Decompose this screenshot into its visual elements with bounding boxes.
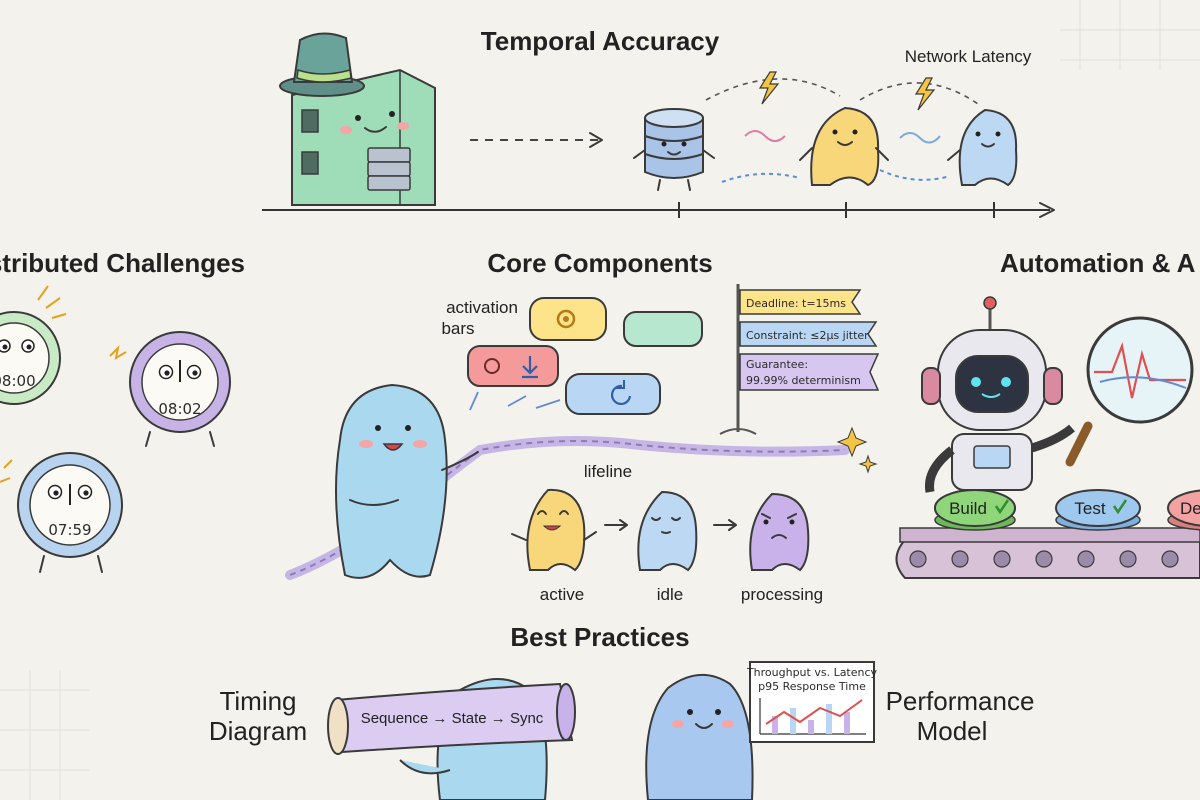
blue-character-puller [335, 383, 479, 579]
core-components-title: Core Components [487, 248, 712, 278]
performance-label: Performance [886, 686, 1035, 716]
signal-squiggle [744, 130, 786, 142]
robot-character [921, 296, 1075, 493]
test-label: Test [1074, 499, 1105, 518]
state-processing-character [749, 492, 810, 572]
clock-time: 08:00 [0, 372, 36, 390]
guarantee-value: 99.99% determinism [746, 374, 861, 387]
state-label-idle: idle [657, 585, 683, 604]
flag-icon [719, 284, 757, 435]
scroll-text: Sequence → State → Sync [361, 710, 544, 727]
building-character [291, 68, 436, 206]
signal-squiggle [899, 132, 941, 144]
distributed-challenges-section: Distributed Challenges 08:00 08:02 [0, 248, 245, 573]
performance-chart: Throughput vs. Latency p95 Response Time [746, 661, 878, 743]
build-stage: Build [934, 489, 1016, 531]
gear-icon [556, 309, 576, 329]
timing-label-line2: Diagram [209, 716, 307, 746]
refresh-bubble [565, 373, 661, 415]
deploy-stage: De [1167, 489, 1200, 531]
deadline-text: Deadline: t=15ms [746, 297, 846, 310]
timeline-axis [262, 202, 1055, 218]
best-practices-section: Best Practices Timing Diagram Sequence →… [209, 622, 1035, 800]
gear-icon [484, 358, 500, 374]
temporal-accuracy-section: Temporal Accuracy [262, 26, 1055, 218]
activation-label-line2: bars [441, 319, 474, 338]
core-components-section: Core Components activation bars [285, 248, 880, 604]
guarantee-flag: Guarantee: 99.99% determinism [739, 353, 880, 391]
scroll-icon: Sequence → State → Sync [327, 682, 576, 755]
chart-subtitle: p95 Response Time [758, 680, 866, 693]
constraint-text: Constraint: ≤2μs jitter [746, 329, 869, 342]
download-icon [522, 356, 538, 379]
dashed-link [721, 172, 801, 183]
gear-bubble [529, 297, 607, 341]
empty-bubble [623, 311, 703, 347]
test-stage: Test [1055, 489, 1141, 531]
conveyor-belt [895, 527, 1200, 579]
lifeline-label: lifeline [584, 462, 632, 481]
dashed-link [879, 169, 951, 181]
state-label-active: active [540, 585, 584, 604]
server-icon [367, 147, 411, 191]
blue-character-right [947, 108, 1018, 187]
deadline-flag: Deadline: t=15ms [739, 289, 862, 315]
constraint-flag: Constraint: ≤2μs jitter [739, 321, 878, 347]
best-practices-title: Best Practices [510, 622, 689, 652]
activation-arrows [469, 391, 561, 411]
clock-character: 08:02 [109, 331, 231, 447]
magnifier-icon [1065, 316, 1194, 467]
latency-arc [859, 82, 979, 105]
database-icon [633, 108, 715, 191]
top-hat-icon [279, 32, 365, 97]
network-latency-label: Network Latency [905, 47, 1032, 66]
state-idle-character [637, 490, 698, 572]
distributed-challenges-title: Distributed Challenges [0, 248, 245, 278]
activation-label: activation [446, 298, 518, 317]
clock-character: 08:00 [0, 285, 67, 405]
checkmark-icon [1112, 499, 1128, 515]
state-active-character [511, 488, 597, 572]
clock-time: 07:59 [48, 521, 91, 539]
automation-title: Automation & A [1000, 248, 1196, 278]
lightning-icon [758, 71, 780, 105]
state-label-processing: processing [741, 585, 823, 604]
clock-character: 07:59 [0, 452, 123, 573]
latency-arc [705, 78, 841, 101]
performance-label-line2: Model [917, 716, 988, 746]
clock-time: 08:02 [158, 400, 201, 418]
timing-label: Timing [219, 686, 296, 716]
checkmark-icon [994, 499, 1010, 515]
yellow-character [799, 106, 889, 187]
automation-section: Automation & A [895, 248, 1200, 579]
sparkle-icon [836, 426, 878, 474]
guarantee-text: Guarantee: [746, 358, 808, 371]
chart-title: Throughput vs. Latency [746, 666, 878, 679]
build-label: Build [949, 499, 987, 518]
temporal-accuracy-title: Temporal Accuracy [481, 26, 720, 56]
deploy-label: De [1180, 499, 1200, 518]
lightning-icon [914, 77, 936, 111]
download-bubble [467, 345, 559, 387]
